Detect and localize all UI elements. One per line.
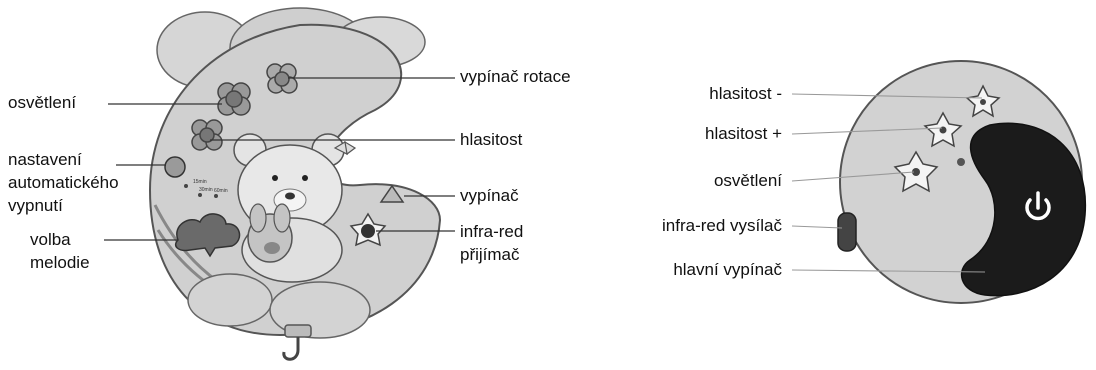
led-indicator	[957, 158, 965, 166]
label-lighting: osvětlení	[8, 93, 76, 113]
timer-dot	[214, 194, 218, 198]
timer-tick-60: 60min	[214, 188, 228, 194]
label-remote-lighting: osvětlení	[560, 171, 782, 191]
label-ir-receiver-line2: přijímač	[460, 245, 520, 265]
volume-button[interactable]	[192, 120, 222, 150]
label-ir-receiver-line1: infra-red	[460, 222, 523, 242]
timer-tick-15: 15min	[193, 179, 207, 185]
label-volume-down: hlasitost -	[560, 84, 782, 104]
hook-mount	[285, 325, 311, 337]
ir-transmitter	[838, 213, 856, 251]
label-ir-transmitter: infra-red vysílač	[560, 216, 782, 236]
label-volume: hlasitost	[460, 130, 522, 150]
hook-icon	[284, 337, 298, 359]
label-melody-line2: melodie	[30, 253, 90, 273]
label-main-switch: hlavní vypínač	[560, 260, 782, 280]
auto-off-knob[interactable]	[165, 157, 185, 177]
label-volume-up: hlasitost +	[560, 124, 782, 144]
timer-dot	[198, 193, 202, 197]
label-auto-off-line1: nastavení	[8, 150, 82, 170]
ir-receiver-sensor	[361, 224, 375, 238]
label-rotation-switch: vypínač rotace	[460, 67, 571, 87]
timer-dot	[184, 184, 188, 188]
lighting-button[interactable]	[218, 83, 250, 115]
label-switch: vypínač	[460, 186, 519, 206]
volume-down-icon	[980, 99, 986, 105]
timer-tick-30: 30min	[199, 187, 213, 193]
label-melody-line1: volba	[30, 230, 71, 250]
label-auto-off-line3: vypnutí	[8, 196, 63, 216]
crib-mobile-illustration: 15min 30min 60min	[150, 8, 440, 359]
label-auto-off-line2: automatického	[8, 173, 119, 193]
